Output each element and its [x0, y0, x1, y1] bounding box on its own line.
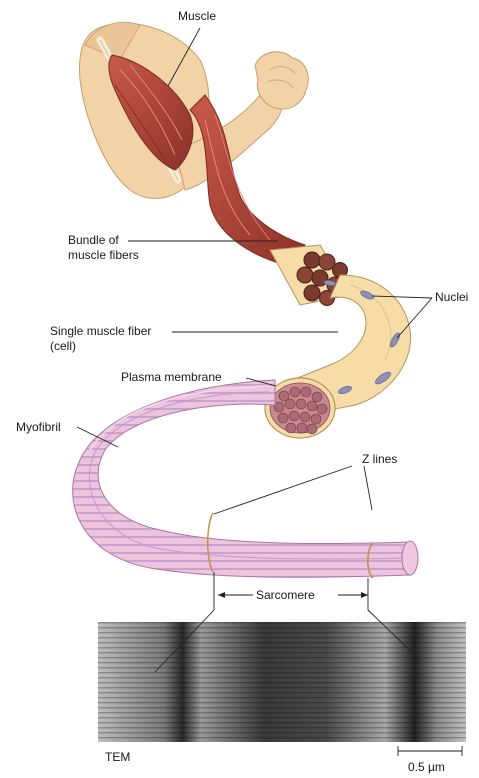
- label-muscle: Muscle: [178, 9, 216, 24]
- label-z-lines: Z lines: [362, 452, 397, 467]
- label-bundle-of-muscle-fibers: Bundle of muscle fibers: [68, 233, 139, 263]
- label-myofibril: Myofibril: [16, 420, 61, 435]
- label-bundle-line2: muscle fibers: [68, 248, 139, 263]
- z-line-leader-1: [214, 466, 352, 514]
- label-fiber-line2: (cell): [50, 339, 151, 354]
- label-bundle-line1: Bundle of: [68, 233, 139, 248]
- z-line-leader-2: [364, 466, 372, 510]
- label-sarcomere: Sarcomere: [256, 588, 315, 603]
- label-fiber-line1: Single muscle fiber: [50, 324, 151, 339]
- label-nuclei: Nuclei: [435, 290, 468, 305]
- label-scale-bar: 0.5 µm: [408, 760, 445, 775]
- label-single-muscle-fiber: Single muscle fiber (cell): [50, 324, 151, 354]
- label-plasma-membrane: Plasma membrane: [121, 370, 222, 385]
- label-tem: TEM: [105, 750, 130, 765]
- tem-micrograph: [98, 622, 466, 742]
- single-muscle-fiber: [265, 275, 411, 438]
